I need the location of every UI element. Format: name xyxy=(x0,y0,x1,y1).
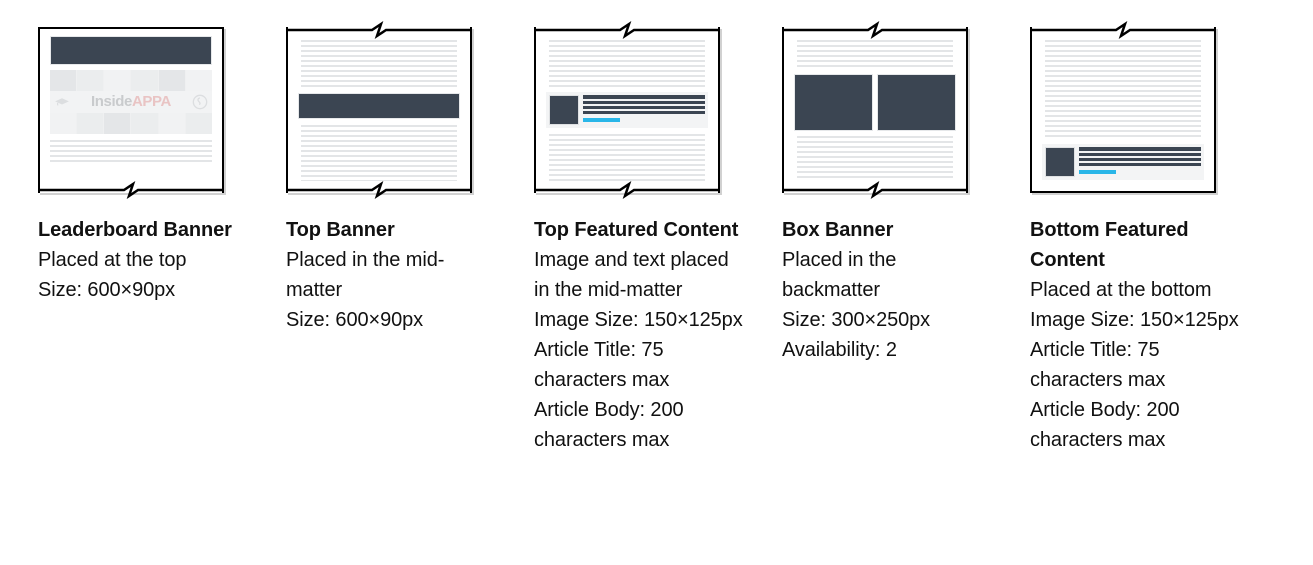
trophy-icon-2 xyxy=(185,113,212,134)
slot-detail-0: Image and text placed in the mid-matter xyxy=(534,249,729,301)
box-banner-2 xyxy=(877,74,956,131)
slot-title: Top Banner xyxy=(286,219,395,241)
featured-body-line xyxy=(583,106,705,109)
featured-body-line xyxy=(1079,158,1201,161)
body-text-lines-below xyxy=(301,125,457,181)
body-text-lines-above xyxy=(1045,40,1201,138)
preview-box-banner xyxy=(782,20,968,200)
slot-detail-2: Article Title: 75 characters max xyxy=(1030,339,1166,391)
featured-body-line xyxy=(1079,163,1201,166)
body-text-lines-below xyxy=(549,134,705,181)
slot-detail-1: Image Size: 150×125px xyxy=(1030,309,1239,331)
slot-title: Box Banner xyxy=(782,219,894,241)
preview-leaderboard-banner: InsideAPPA xyxy=(38,27,224,200)
banner-slot-highlight xyxy=(298,93,460,119)
chat-bubble-icon xyxy=(77,113,104,134)
wordmark-inside: Inside xyxy=(91,93,132,111)
ad-slot-box-banner: Box Banner Placed in the backmatter Size… xyxy=(782,12,1030,455)
grad-cap-icon-2 xyxy=(131,113,158,134)
body-text-lines xyxy=(50,140,212,162)
slot-detail-1: Size: 600×90px xyxy=(38,279,176,301)
city-icon xyxy=(158,70,185,91)
slot-detail-2: Availability: 2 xyxy=(782,339,897,361)
speech-bubble-icon xyxy=(192,94,208,110)
building-icon xyxy=(77,70,104,91)
page-content: InsideAPPA xyxy=(47,36,215,184)
featured-body-line xyxy=(583,111,705,114)
ad-slot-leaderboard-banner: InsideAPPA Leaderboard Banner Placed at … xyxy=(38,12,286,455)
slot-detail-0: Placed at the top xyxy=(38,249,187,271)
featured-body-line xyxy=(1079,153,1201,156)
slot-detail-0: Placed in the backmatter xyxy=(782,249,897,301)
ad-slot-top-banner: Top Banner Placed in the mid-matter Size… xyxy=(286,12,534,455)
caption-leaderboard-banner: Leaderboard Banner Placed at the top Siz… xyxy=(38,215,252,305)
preview-top-banner xyxy=(286,20,472,200)
slot-detail-0: Placed at the bottom xyxy=(1030,279,1212,301)
trophy-icon xyxy=(50,113,77,134)
body-text-lines-above xyxy=(549,40,705,87)
preview-top-featured-content xyxy=(534,20,720,200)
masthead-wordmark: InsideAPPA xyxy=(91,94,171,109)
featured-link-accent xyxy=(1079,170,1116,174)
preview-bottom-featured-content xyxy=(1030,20,1216,193)
box-banner-slot-highlight xyxy=(794,74,956,131)
featured-text-lines xyxy=(1079,147,1201,174)
featured-image-placeholder xyxy=(1045,147,1075,177)
slot-detail-1: Image Size: 150×125px xyxy=(534,309,743,331)
flower-icon xyxy=(158,113,185,134)
box-banner-1 xyxy=(794,74,873,131)
page-content xyxy=(791,36,959,184)
slot-detail-0: Placed in the mid-matter xyxy=(286,249,445,301)
caption-box-banner: Box Banner Placed in the backmatter Size… xyxy=(782,215,996,365)
ad-slot-list: InsideAPPA Leaderboard Banner Placed at … xyxy=(38,12,1288,455)
masthead-graphic: InsideAPPA xyxy=(50,70,212,134)
featured-text-lines xyxy=(583,95,705,122)
page-content xyxy=(295,36,463,184)
featured-link-accent xyxy=(583,118,620,122)
featured-content-slot-highlight xyxy=(546,92,708,128)
featured-title-line xyxy=(583,95,705,99)
body-text-lines-above xyxy=(301,40,457,87)
graduation-cap-icon xyxy=(55,98,69,106)
slot-detail-1: Size: 600×90px xyxy=(286,309,424,331)
slot-detail-2: Article Title: 75 characters max xyxy=(534,339,670,391)
handshake-icon-2 xyxy=(104,113,131,134)
slot-title: Bottom Featured Content xyxy=(1030,219,1189,271)
ad-slot-top-featured-content: Top Featured Content Image and text plac… xyxy=(534,12,782,455)
page-content xyxy=(1039,36,1207,184)
banner-slot-highlight xyxy=(50,36,212,65)
handshake-icon xyxy=(50,70,77,91)
featured-body-line xyxy=(583,101,705,104)
caption-bottom-featured-content: Bottom Featured Content Placed at the bo… xyxy=(1030,215,1244,455)
caption-top-featured-content: Top Featured Content Image and text plac… xyxy=(534,215,748,455)
hand-icon xyxy=(131,70,158,91)
torch-icon xyxy=(104,70,131,91)
featured-content-slot-highlight xyxy=(1042,144,1204,180)
slot-detail-3: Article Body: 200 characters max xyxy=(1030,399,1180,451)
slot-detail-3: Article Body: 200 characters max xyxy=(534,399,684,451)
masthead-logo-band: InsideAPPA xyxy=(50,91,212,113)
featured-title-line xyxy=(1079,147,1201,151)
slot-title: Top Featured Content xyxy=(534,219,739,241)
document-icon xyxy=(185,70,212,91)
slot-title: Leaderboard Banner xyxy=(38,219,232,241)
wordmark-appa: APPA xyxy=(131,93,171,111)
ad-slot-bottom-featured-content: Bottom Featured Content Placed at the bo… xyxy=(1030,12,1278,455)
page-content xyxy=(543,36,711,184)
slot-detail-1: Size: 300×250px xyxy=(782,309,931,331)
caption-top-banner: Top Banner Placed in the mid-matter Size… xyxy=(286,215,500,335)
body-text-lines-above xyxy=(797,40,953,69)
featured-image-placeholder xyxy=(549,95,579,125)
body-text-lines-below xyxy=(797,136,953,181)
